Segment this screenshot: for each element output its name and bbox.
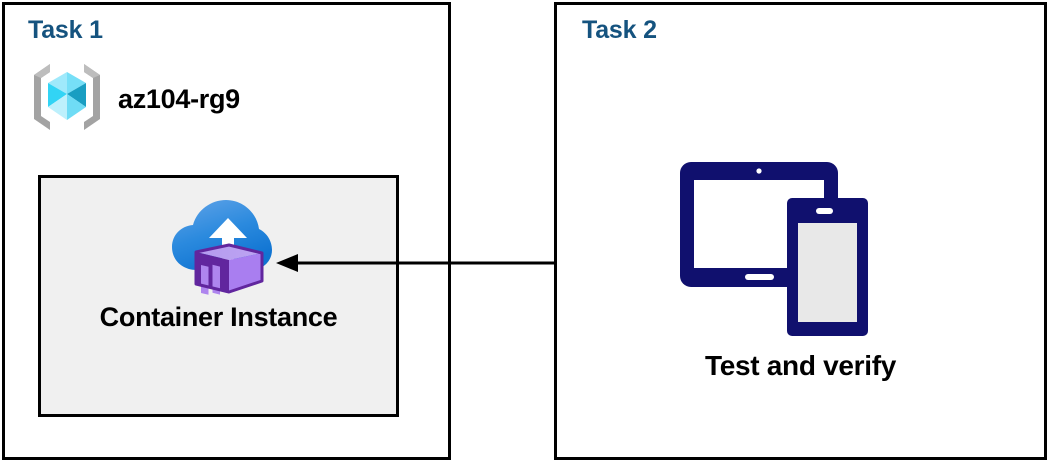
container-instance-card: Container Instance (38, 175, 399, 417)
panel-title-task-1: Task 1 (28, 16, 103, 44)
devices-tablet-phone-icon (678, 160, 870, 343)
resource-group-name: az104-rg9 (118, 84, 240, 114)
resource-group-row: az104-rg9 (30, 62, 240, 137)
container-instance-label: Container Instance (99, 302, 338, 332)
resource-group-icon (30, 62, 104, 137)
test-and-verify-label: Test and verify (704, 350, 897, 381)
panel-title-task-2: Task 2 (582, 16, 657, 44)
container-instance-icon (166, 196, 272, 301)
